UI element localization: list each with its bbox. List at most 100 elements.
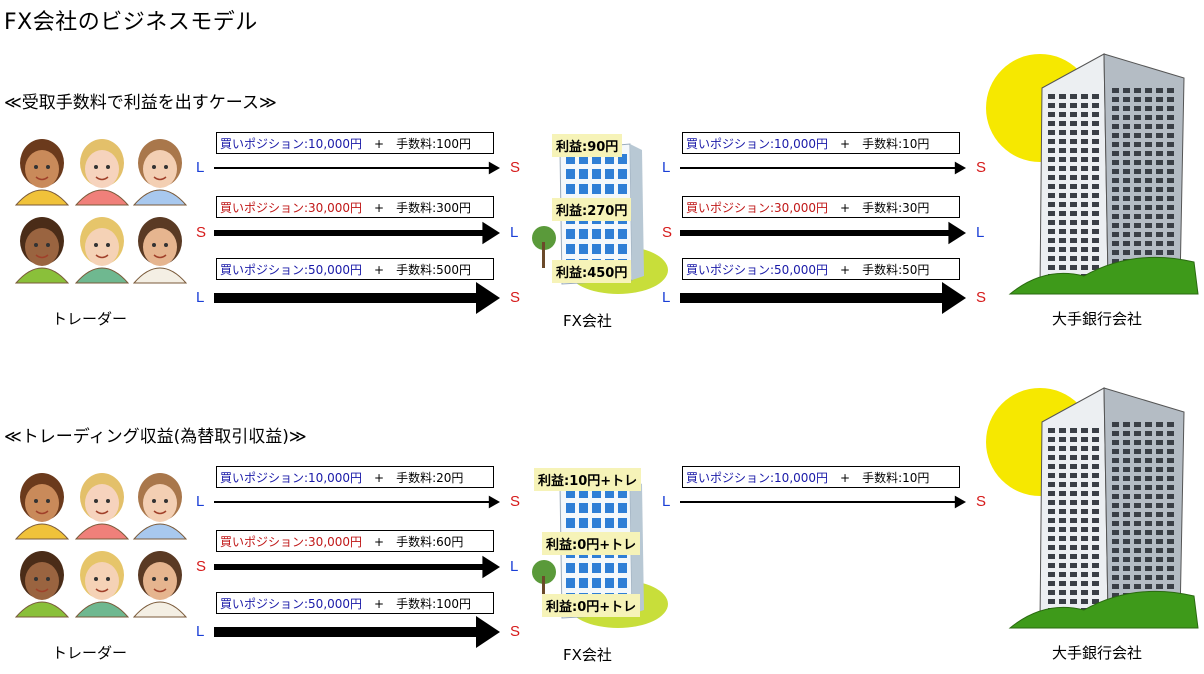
fee-label: 手数料:50円	[862, 263, 930, 277]
trader-avatar-icon	[14, 217, 70, 284]
trader-avatar-icon	[132, 551, 188, 618]
direction-letter-s: S	[510, 623, 521, 640]
trader-avatar-icon	[132, 139, 188, 206]
plus-sign: +	[840, 263, 851, 277]
direction-letter-s: S	[510, 159, 521, 176]
position-fee-box: 買いポジション:10,000円 + 手数料:10円	[682, 132, 960, 154]
fx-company-caption: FX会社	[563, 646, 612, 664]
skyscraper-icon	[986, 53, 1199, 295]
trader-avatar-icon	[132, 473, 188, 540]
direction-letter-s: S	[510, 289, 521, 306]
fee-label: 手数料:500円	[396, 263, 472, 277]
arrow-right-icon	[214, 282, 500, 314]
position-fee-box: 買いポジション:10,000円 + 手数料:20円	[216, 466, 494, 488]
fee-label: 手数料:10円	[862, 137, 930, 151]
position-fee-box: 買いポジション:10,000円 + 手数料:100円	[216, 132, 494, 154]
plus-sign: +	[840, 201, 851, 215]
trader-avatar-icon	[132, 217, 188, 284]
direction-letter-s: S	[662, 224, 673, 241]
plus-sign: +	[840, 471, 851, 485]
direction-letter-s: S	[196, 558, 207, 575]
position-label: 買いポジション:50,000円	[220, 597, 363, 611]
traders-caption: トレーダー	[52, 310, 128, 328]
direction-letter-l: L	[196, 159, 205, 176]
plus-sign: +	[374, 201, 385, 215]
fx-company-caption: FX会社	[563, 312, 612, 330]
position-label: 買いポジション:50,000円	[686, 263, 829, 277]
position-label: 買いポジション:10,000円	[686, 471, 829, 485]
position-label: 買いポジション:30,000円	[220, 535, 363, 549]
arrow-right-icon	[680, 495, 966, 509]
trader-avatar-icon	[74, 217, 130, 284]
arrow-right-icon	[680, 221, 966, 245]
position-fee-box: 買いポジション:30,000円+手数料:60円	[216, 530, 494, 552]
direction-letter-s: S	[510, 493, 521, 510]
position-fee-box: 買いポジション:50,000円 + 手数料:100円	[216, 592, 494, 614]
direction-letter-l: L	[662, 159, 671, 176]
position-fee-box: 買いポジション:10,000円 + 手数料:10円	[682, 466, 960, 488]
direction-letter-l: L	[510, 558, 519, 575]
direction-letter-s: S	[196, 224, 207, 241]
section-heading: ≪受取手数料で利益を出すケース≫	[4, 93, 277, 113]
arrow-right-icon	[214, 495, 500, 509]
position-label: 買いポジション:30,000円	[220, 201, 363, 215]
direction-letter-l: L	[662, 289, 671, 306]
direction-letter-l: L	[196, 493, 205, 510]
profit-label: 利益:450円	[552, 260, 632, 283]
trader-avatar-icon	[14, 473, 70, 540]
trader-avatar-icon	[14, 139, 70, 206]
fee-label: 手数料:30円	[862, 201, 930, 215]
plus-sign: +	[374, 263, 385, 277]
arrow-right-icon	[214, 616, 500, 648]
arrow-right-icon	[214, 555, 500, 579]
section-heading: ≪トレーディング収益(為替取引収益)≫	[4, 427, 307, 447]
bank-caption: 大手銀行会社	[1052, 644, 1143, 662]
plus-sign: +	[374, 471, 385, 485]
bank-caption: 大手銀行会社	[1052, 310, 1143, 328]
plus-sign: +	[374, 535, 385, 549]
direction-letter-l: L	[196, 623, 205, 640]
arrow-right-icon	[680, 282, 966, 314]
position-fee-box: 買いポジション:30,000円 + 手数料:30円	[682, 196, 960, 218]
traders-group	[14, 139, 188, 284]
page-title: FX会社のビジネスモデル	[4, 10, 258, 35]
direction-letter-s: S	[976, 159, 987, 176]
arrow-right-icon	[680, 161, 966, 175]
arrow-right-icon	[214, 161, 500, 175]
profit-label: 利益:270円	[552, 198, 632, 221]
direction-letter-s: S	[976, 289, 987, 306]
profit-label: 利益:0円+トレ	[542, 594, 641, 617]
plus-sign: +	[840, 137, 851, 151]
traders-caption: トレーダー	[52, 644, 128, 662]
position-label: 買いポジション:10,000円	[220, 471, 363, 485]
trader-avatar-icon	[14, 551, 70, 618]
position-fee-box: 買いポジション:30,000円 + 手数料:300円	[216, 196, 494, 218]
direction-letter-l: L	[662, 493, 671, 510]
plus-sign: +	[374, 597, 385, 611]
position-label: 買いポジション:30,000円	[686, 201, 829, 215]
skyscraper-icon	[986, 387, 1199, 629]
position-fee-box: 買いポジション:50,000円 + 手数料:500円	[216, 258, 494, 280]
arrow-right-icon	[214, 221, 500, 245]
profit-label: 利益:0円+トレ	[542, 532, 641, 555]
profit-label: 利益:90円	[552, 134, 623, 157]
fee-label: 手数料:300円	[396, 201, 472, 215]
plus-sign: +	[374, 137, 385, 151]
position-fee-box: 買いポジション:50,000円 + 手数料:50円	[682, 258, 960, 280]
position-label: 買いポジション:10,000円	[686, 137, 829, 151]
direction-letter-l: L	[196, 289, 205, 306]
fee-label: 手数料:10円	[862, 471, 930, 485]
trader-avatar-icon	[74, 473, 130, 540]
direction-letter-s: S	[976, 493, 987, 510]
trader-avatar-icon	[74, 139, 130, 206]
profit-label: 利益:10円+トレ	[534, 468, 642, 491]
trader-avatar-icon	[74, 551, 130, 618]
position-label: 買いポジション:50,000円	[220, 263, 363, 277]
direction-letter-l: L	[510, 224, 519, 241]
traders-group	[14, 473, 188, 618]
fee-label: 手数料:20円	[396, 471, 464, 485]
direction-letter-l: L	[976, 224, 985, 241]
fee-label: 手数料:100円	[396, 137, 472, 151]
position-label: 買いポジション:10,000円	[220, 137, 363, 151]
fee-label: 手数料:100円	[396, 597, 472, 611]
